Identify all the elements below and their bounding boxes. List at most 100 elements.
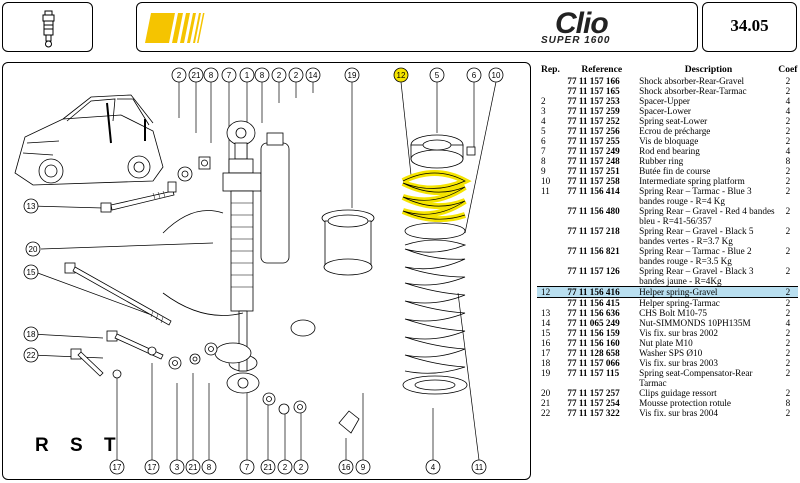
cell-coef: 4	[785, 318, 791, 328]
cell-coef: 2	[785, 266, 791, 276]
cell-rep: 2	[541, 96, 546, 106]
callout-label: 17	[148, 463, 157, 472]
cell-rep	[537, 226, 567, 246]
shock-absorber-icon	[42, 10, 55, 48]
cell-coef: 2	[785, 388, 791, 398]
cell-rep: 21	[541, 398, 551, 408]
cell-description: Intermediate spring platform	[639, 176, 745, 186]
callout-label: 3	[175, 463, 180, 472]
cell-description: Helper spring-Tarmac	[639, 298, 720, 308]
cell-description: Vis fix. sur bras 2003	[639, 358, 718, 368]
page-number: 34.05	[730, 16, 769, 35]
cell-rep: 7	[541, 146, 546, 156]
cell-description: Spring Rear – Gravel - Black 3 bandes ja…	[639, 266, 754, 286]
cell-coef: 2	[785, 206, 791, 216]
cell-reference: 77 11 156 415	[567, 298, 620, 308]
section-label: R S T	[35, 435, 124, 456]
callout-label: 8	[207, 463, 212, 472]
cell-coef: 2	[785, 328, 791, 338]
callout-label: 19	[348, 71, 357, 80]
cell-reference: 77 11 157 249	[567, 146, 620, 156]
car-illustration	[14, 94, 164, 186]
cell-reference: 77 11 157 258	[567, 176, 620, 186]
cell-reference: 77 11 156 160	[567, 338, 620, 348]
cell-reference: 77 11 156 159	[567, 328, 620, 338]
cell-reference: 77 11 157 255	[567, 136, 620, 146]
cell-rep	[537, 86, 567, 96]
cell-reference: 77 11 157 248	[567, 156, 620, 166]
cell-rep: 17	[541, 348, 551, 358]
cell-reference: 77 11 157 252	[567, 116, 620, 126]
callout-label: 1	[245, 71, 250, 80]
col-description: Description	[684, 64, 733, 75]
cell-coef: 2	[785, 176, 791, 186]
callout-label: 2	[283, 463, 288, 472]
cell-coef: 2	[785, 308, 791, 318]
parts-table: Rep. Reference Description Coef 77 11 15…	[537, 65, 798, 418]
cell-rep: 20	[541, 388, 551, 398]
cell-description: Butée fin de course	[639, 166, 711, 176]
cell-reference: 77 11 128 658	[567, 348, 620, 358]
cell-description: Vis de bloquage	[639, 136, 699, 146]
cell-coef: 2	[785, 86, 791, 96]
cell-reference: 77 11 157 165	[567, 86, 620, 96]
callout-label: 21	[192, 71, 201, 80]
cell-coef: 2	[785, 358, 791, 368]
callout-bottom: 17 17 3 21 8 7 21 2 2 16 9 4 11	[109, 459, 487, 475]
exploded-diagram: 2 21 8 7 1 8 2 2 14 19 12 5 6 10	[2, 62, 531, 480]
cell-rep: 5	[541, 126, 546, 136]
callout-label: 13	[27, 202, 36, 211]
brand-subtitle: SUPER 1600	[541, 35, 611, 46]
cell-rep: 14	[541, 318, 551, 328]
bolt-13-drawing	[100, 156, 211, 213]
callout-label: 21	[189, 463, 198, 472]
cell-description: Vis fix. sur bras 2004	[639, 408, 718, 418]
cell-description: Helper spring-Gravel	[636, 286, 778, 298]
callout-label: 20	[29, 245, 38, 254]
rear-shock-exploded-view: 2 21 8 7 1 8 2 2 14 19 12 5 6 10	[14, 67, 504, 475]
cell-description: Nut-SIMMONDS 10PH135M	[639, 318, 751, 328]
cell-coef: 2	[785, 368, 791, 378]
cell-rep: 4	[541, 116, 546, 126]
cell-reference: 77 11 156 414	[567, 186, 620, 196]
callout-label: 4	[431, 463, 436, 472]
cell-reference: 77 11 157 257	[567, 388, 620, 398]
cell-coef: 2	[785, 166, 791, 176]
callout-label: 2	[294, 71, 299, 80]
callout-left: 13 20 15 18 22	[23, 198, 41, 363]
cell-coef: 2	[785, 116, 791, 126]
cell-description: Shock absorber-Rear-Gravel	[639, 76, 745, 86]
cell-reference: 77 11 157 253	[567, 96, 620, 106]
cell-rep	[537, 246, 567, 266]
callout-label: 8	[260, 71, 265, 80]
callout-label: 16	[342, 463, 351, 472]
cell-rep	[537, 76, 567, 86]
cell-coef: 2	[785, 298, 791, 308]
cell-coef: 8	[785, 398, 791, 408]
cell-coef: 4	[785, 96, 791, 106]
callout-label: 6	[472, 71, 477, 80]
cell-rep	[537, 206, 567, 226]
callout-label: 2	[177, 71, 182, 80]
cell-rep	[537, 266, 567, 287]
cell-rep: 12	[537, 286, 568, 298]
header-banner: Clio SUPER 1600	[136, 2, 698, 52]
brand-name: Clio	[555, 7, 609, 40]
cell-coef: 2	[785, 126, 791, 136]
cell-coef: 2	[785, 408, 791, 418]
cell-rep: 9	[541, 166, 546, 176]
cell-reference: 77 11 156 416	[567, 286, 637, 298]
